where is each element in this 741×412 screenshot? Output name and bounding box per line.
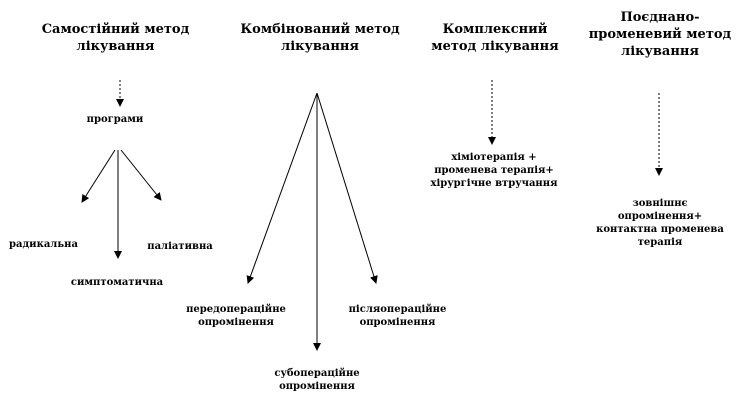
complex-desc-line3: хірургічне втручання xyxy=(430,178,558,189)
combined-title-line1: Комбінований метод xyxy=(240,22,400,37)
joint-radiation-method-title: Поєднано- променевий метод лікування xyxy=(585,10,735,61)
complex-desc-line2: променева терапія+ xyxy=(434,165,554,176)
symptomatic-text: симптоматична xyxy=(70,277,164,288)
arrow-program-to-radical xyxy=(81,149,116,203)
independent-title-line1: Самостійний метод xyxy=(41,22,190,37)
complex-title-line1: Комплексний xyxy=(442,22,548,37)
arrow-combined-to-postop xyxy=(316,92,378,284)
joint-desc-line3: контактна променева xyxy=(596,224,724,235)
combined-title-line2: лікування xyxy=(281,38,359,54)
combined-method-title: Комбінований метод лікування xyxy=(230,22,410,56)
intraop-line1: субопераційне xyxy=(274,368,360,379)
joint-title-line2: променевий метод xyxy=(588,26,732,42)
complex-title-line2: метод лікування xyxy=(431,38,559,54)
program-label: програми xyxy=(80,113,150,126)
joint-desc-line4: терапія xyxy=(637,237,683,248)
radical-text: радикальна xyxy=(9,239,78,250)
arrow-program-to-palliative xyxy=(120,149,162,201)
independent-method-title: Самостійний метод лікування xyxy=(28,22,203,56)
preop-line1: передопераційне xyxy=(186,304,286,315)
joint-radiation-description: зовнішнє опромінення+ контактна променев… xyxy=(585,197,735,249)
intraop-label: субопераційне опромінення xyxy=(262,367,372,393)
complex-description: хіміотерапія + променева терапія+ хірург… xyxy=(415,151,573,190)
joint-title-line3: лікування xyxy=(621,43,699,59)
postop-line1: післяопераційне xyxy=(348,304,447,315)
intraop-line2: опромінення xyxy=(279,381,355,392)
program-text: програми xyxy=(86,114,144,125)
complex-desc-line1: хіміотерапія + xyxy=(451,152,537,163)
palliative-label: паліативна xyxy=(145,240,215,253)
joint-title-line1: Поєднано- xyxy=(620,10,700,25)
preop-line2: опромінення xyxy=(198,317,274,328)
symptomatic-label: симптоматична xyxy=(62,276,172,289)
palliative-text: паліативна xyxy=(147,241,213,252)
joint-desc-line1: зовнішнє xyxy=(632,198,688,209)
postop-line2: опромінення xyxy=(359,317,436,328)
joint-desc-line2: опромінення+ xyxy=(617,211,703,222)
radical-label: радикальна xyxy=(6,238,81,251)
postop-label: післяопераційне опромінення xyxy=(340,303,455,329)
independent-title-line2: лікування xyxy=(76,38,155,54)
complex-method-title: Комплексний метод лікування xyxy=(420,22,570,56)
arrow-combined-to-preop xyxy=(246,92,318,284)
preop-label: передопераційне опромінення xyxy=(180,303,292,329)
